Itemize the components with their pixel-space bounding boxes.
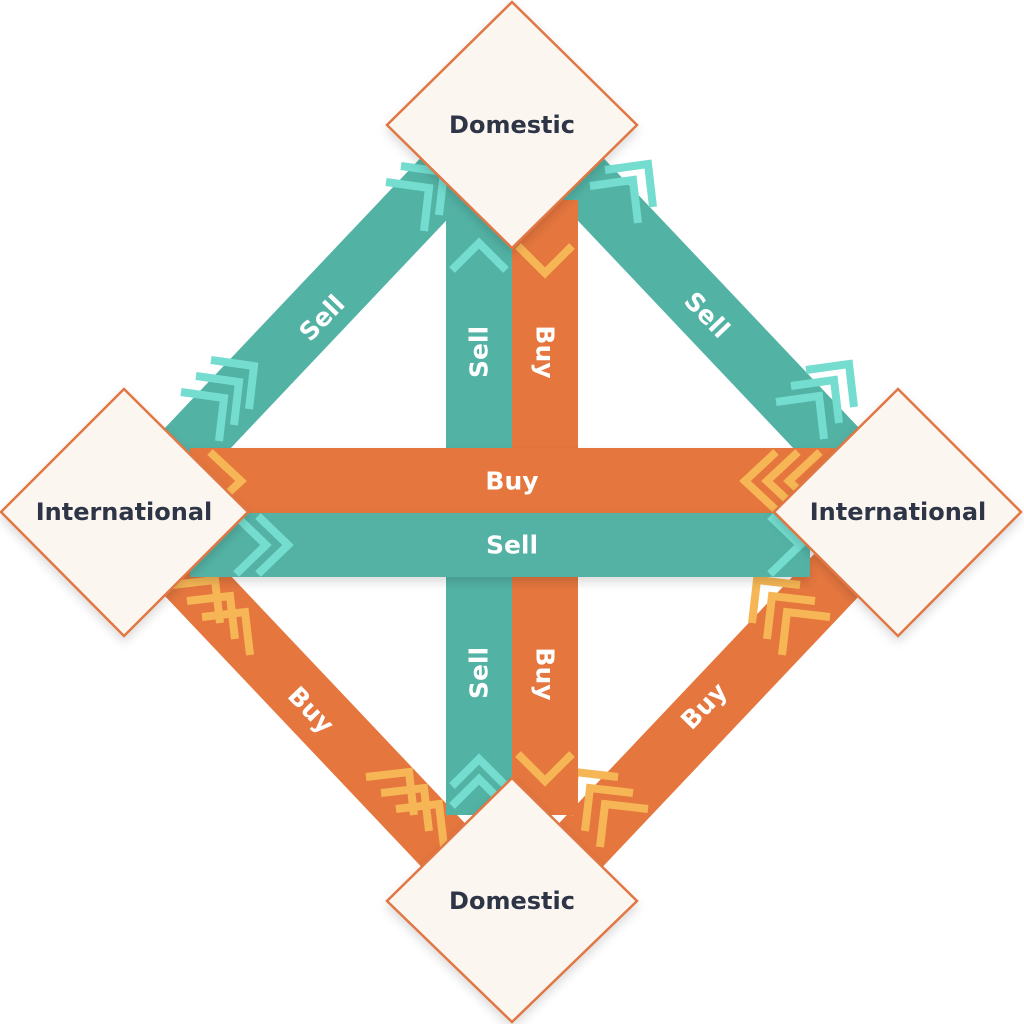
node-label: Domestic: [449, 111, 575, 139]
band-lower-right-buy: Buy: [546, 554, 861, 877]
node-domestic-top: Domestic: [385, 0, 639, 250]
band-label: Buy: [485, 467, 538, 496]
band-vertical-top-sell: Sell: [446, 200, 512, 450]
band-label: Sell: [486, 531, 538, 560]
band-upper-left-sell: Sell: [163, 147, 478, 470]
band-label: Sell: [465, 326, 494, 378]
node-international-left: International: [0, 387, 250, 638]
node-domestic-bottom: Domestic: [385, 776, 639, 1024]
band-label: Buy: [531, 647, 560, 700]
band-upper-right-sell: Sell: [546, 147, 861, 470]
band-vertical-bottom-buy: Buy: [512, 575, 578, 815]
band-label: Buy: [531, 325, 560, 378]
node-label: Domestic: [449, 887, 575, 915]
band-horizontal-sell: Sell: [190, 513, 810, 577]
band-lower-left-buy: Buy: [163, 554, 478, 877]
band-label: Sell: [465, 647, 494, 699]
node-international-right: International: [772, 387, 1023, 638]
node-label: International: [810, 498, 987, 526]
band-horizontal-buy: Buy: [190, 448, 835, 513]
band-vertical-bottom-sell: Sell: [446, 575, 512, 815]
band-vertical-top-buy: Buy: [512, 200, 578, 450]
node-label: International: [36, 498, 213, 526]
